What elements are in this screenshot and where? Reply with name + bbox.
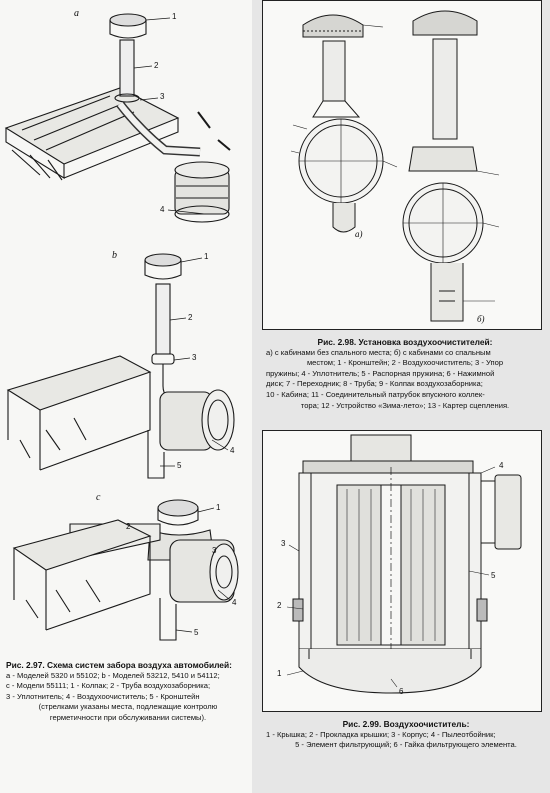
panel-label-b: b xyxy=(112,250,117,261)
callout-c-3: 3 xyxy=(212,546,217,555)
caption-line: 1 - Крышка; 2 - Прокладка крышки; 3 - Ко… xyxy=(266,729,496,739)
caption-line: (стрелками указаны места, подлежащие кон… xyxy=(38,702,218,712)
callout-a-3: 3 xyxy=(160,92,165,101)
subfig-label-b: б) xyxy=(477,314,485,324)
caption-line: тора; 12 - Устройство «Зима-лето»; 13 - … xyxy=(300,400,510,410)
callout-c-5: 5 xyxy=(194,628,199,637)
caption-line: 3 - Уплотнитель; 4 - Воздухоочиститель; … xyxy=(6,691,200,701)
caption-line: 5 - Элемент фильтрующий; 6 - Гайка фильт… xyxy=(295,740,517,750)
caption-line: c - Модели 55111; 1 - Колпак; 2 - Труба … xyxy=(6,681,211,691)
panel-label-c: c xyxy=(96,492,101,503)
callout-a-2: 2 xyxy=(154,61,159,70)
callout-99-1: 1 xyxy=(277,669,282,678)
left-page-panel: a b c 1 2 3 4 1 2 3 4 5 1 2 3 4 5 Рис. 2… xyxy=(0,0,252,793)
callout-c-2: 2 xyxy=(126,522,131,531)
fig-2-99-frame: 1 2 3 4 5 6 xyxy=(262,430,542,712)
callout-a-4: 4 xyxy=(160,205,165,214)
caption-title: Рис. 2.97. Схема систем забора воздуха а… xyxy=(6,660,232,670)
caption-line: пружины; 4 - Уплотнитель; 5 - Распорная … xyxy=(266,368,495,378)
subfig-label-a: а) xyxy=(355,229,363,239)
callout-99-3: 3 xyxy=(281,539,286,548)
callout-a-1: 1 xyxy=(172,12,177,21)
callout-b-1: 1 xyxy=(204,252,209,261)
caption-line: 10 - Кабина; 11 - Соединительный патрубо… xyxy=(266,389,485,399)
callout-99-6: 6 xyxy=(399,687,404,696)
fig-2-98-caption: Рис. 2.98. Установка воздухоочистителей:… xyxy=(266,337,544,411)
caption-title: Рис. 2.98. Установка воздухоочистителей: xyxy=(317,337,493,347)
caption-line: диск; 7 - Переходник; 8 - Труба; 9 - Кол… xyxy=(266,379,483,389)
caption-line: а - Моделей 5320 и 55102; b - Моделей 53… xyxy=(6,670,220,680)
callout-c-4: 4 xyxy=(232,598,237,607)
callout-b-4: 4 xyxy=(230,446,235,455)
callout-b-2: 2 xyxy=(188,313,193,322)
callout-99-5: 5 xyxy=(491,571,496,580)
fig-2-99-drawing xyxy=(286,434,522,694)
caption-line: герметичности при обслуживании системы). xyxy=(49,712,207,722)
fig-2-98-drawing xyxy=(290,10,500,322)
panel-label-a: a xyxy=(74,8,79,19)
callout-99-2: 2 xyxy=(277,601,282,610)
caption-title: Рис. 2.99. Воздухоочиститель: xyxy=(342,719,470,729)
fig-2-99-caption: Рис. 2.99. Воздухоочиститель: 1 - Крышка… xyxy=(266,719,546,751)
caption-line: местом; 1 - Кронштейн; 2 - Воздухоочисти… xyxy=(306,358,504,368)
fig-2-98-frame: а) б) xyxy=(262,0,542,330)
callout-b-3: 3 xyxy=(192,353,197,362)
caption-line: а) с кабинами без спального места; б) с … xyxy=(266,347,491,357)
fig-2-97-caption: Рис. 2.97. Схема систем забора воздуха а… xyxy=(6,660,250,724)
callout-c-1: 1 xyxy=(216,503,221,512)
fig-2-97-drawing xyxy=(4,13,239,641)
callout-b-5: 5 xyxy=(177,461,182,470)
callout-99-4: 4 xyxy=(499,461,504,470)
